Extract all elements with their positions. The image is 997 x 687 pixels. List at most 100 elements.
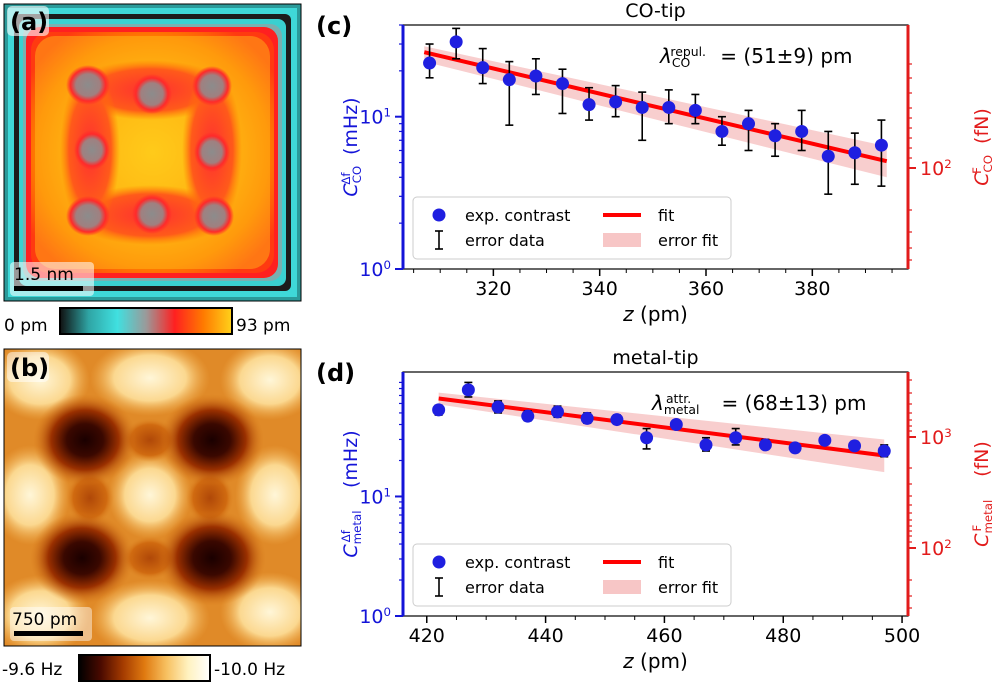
- svg-text:CmetalΔf (mHz): CmetalΔf (mHz): [339, 430, 363, 557]
- legend-marker-band: [603, 233, 641, 247]
- data-point: [635, 100, 649, 114]
- data-point: [821, 149, 835, 163]
- data-point: [848, 439, 862, 453]
- legend-label-fit: fit: [658, 206, 674, 225]
- right-y-tick-label: 102: [920, 157, 952, 180]
- colorbar-b-max-label: -10.0 Hz: [214, 660, 285, 680]
- panel-b-scalebar-label: 750 pm: [12, 610, 77, 630]
- y-tick-label: 101: [359, 486, 391, 509]
- data-point: [715, 124, 729, 138]
- x-tick-label: 500: [884, 625, 920, 647]
- y-axis-label-left: CCOΔf (mHz): [339, 97, 363, 196]
- chart-title: metal-tip: [612, 347, 698, 369]
- y-tick-label: 100: [359, 258, 391, 281]
- legend-label-band: error fit: [658, 578, 718, 597]
- legend-frame: [412, 543, 732, 607]
- fit-line: [438, 396, 885, 458]
- data-point: [877, 444, 891, 458]
- x-tick-label: 340: [582, 278, 618, 300]
- data-point: [449, 35, 463, 49]
- data-point: [502, 73, 516, 87]
- legend: exp. contrast error data fit error fit: [412, 543, 732, 607]
- panel-a-image: [4, 4, 301, 301]
- legend-label-band: error fit: [658, 231, 718, 250]
- data-point: [795, 124, 809, 138]
- fit-annotation: λmetalattr. = (68±13) pm: [651, 391, 866, 417]
- x-tick-label: 480: [765, 625, 801, 647]
- svg-text:CCOΔf (mHz): CCOΔf (mHz): [339, 97, 363, 196]
- legend-label-errorbar: error data: [465, 231, 545, 250]
- data-point: [640, 431, 654, 445]
- legend-label-fit: fit: [658, 553, 674, 572]
- data-point: [609, 95, 623, 109]
- x-tick-label: 320: [475, 278, 511, 300]
- panel-b-scalebar: [14, 631, 83, 636]
- legend-marker-points: [432, 208, 446, 222]
- data-point: [729, 431, 743, 445]
- colorbar-b: [78, 654, 211, 682]
- data-point: [699, 438, 713, 452]
- panel-a-letter: (a): [10, 8, 48, 36]
- data-point: [788, 441, 802, 455]
- chart-title: CO-tip: [625, 0, 685, 22]
- data-point: [491, 400, 505, 414]
- x-tick-label: 360: [688, 278, 724, 300]
- legend-label-errorbar: error data: [465, 578, 545, 597]
- data-point: [742, 117, 756, 131]
- panel-c-letter: (c): [316, 12, 352, 40]
- panel-a-scalebar-label: 1.5 nm: [14, 265, 74, 285]
- x-axis-label: z (pm): [622, 649, 688, 673]
- legend-label-points: exp. contrast: [465, 206, 570, 225]
- right-y-tick-label: 103: [920, 426, 952, 449]
- x-tick-label: 460: [646, 625, 682, 647]
- colorbar-b-min-label: -9.6 Hz: [2, 660, 62, 680]
- colorbar-a-min-label: 0 pm: [4, 316, 48, 336]
- right-y-tick-label: 102: [920, 537, 952, 560]
- legend: exp. contrast error data fit error fit: [412, 196, 732, 260]
- y-tick-label: 101: [359, 106, 391, 129]
- legend-frame: [412, 196, 732, 260]
- panel-b-frame: [3, 348, 302, 647]
- x-tick-label: 420: [409, 625, 445, 647]
- data-point: [461, 383, 475, 397]
- data-point: [582, 98, 596, 112]
- y-axis-label-left: CmetalΔf (mHz): [339, 430, 363, 557]
- svg-text:CCOF (fN): CCOF (fN): [970, 108, 994, 186]
- data-point: [423, 56, 437, 70]
- data-point: [768, 129, 782, 143]
- panel-b-letter: (b): [10, 354, 49, 382]
- panel-d-letter: (d): [316, 359, 355, 387]
- fit-line: [423, 50, 888, 164]
- legend-marker-band: [603, 580, 641, 594]
- svg-text:CmetalF (fN): CmetalF (fN): [970, 441, 994, 547]
- x-axis-label: z (pm): [622, 302, 688, 326]
- data-point: [521, 409, 535, 423]
- x-tick-label: 440: [527, 625, 563, 647]
- panel-a-scalebar: [14, 286, 83, 291]
- data-point: [688, 103, 702, 117]
- data-point: [555, 77, 569, 91]
- data-point: [432, 403, 446, 417]
- y-axis-label-right: CmetalF (fN): [970, 441, 994, 547]
- x-tick-label: 380: [794, 278, 830, 300]
- data-point: [529, 69, 543, 83]
- legend-marker-points: [432, 555, 446, 569]
- data-point: [580, 411, 594, 425]
- y-tick-label: 100: [359, 605, 391, 628]
- data-point: [550, 405, 564, 419]
- y-axis-label-right: CCOF (fN): [970, 108, 994, 186]
- panel-b-image: [4, 349, 301, 646]
- data-point: [874, 138, 888, 152]
- data-point: [669, 418, 683, 432]
- fit-annotation: λCOrepul. = (51±9) pm: [659, 44, 853, 70]
- data-point: [848, 146, 862, 160]
- panel-a-frame: [3, 3, 302, 302]
- panel-b-letter-bg: [7, 352, 49, 382]
- data-point: [818, 433, 832, 447]
- data-point: [758, 438, 772, 452]
- data-point: [662, 100, 676, 114]
- legend-label-points: exp. contrast: [465, 553, 570, 572]
